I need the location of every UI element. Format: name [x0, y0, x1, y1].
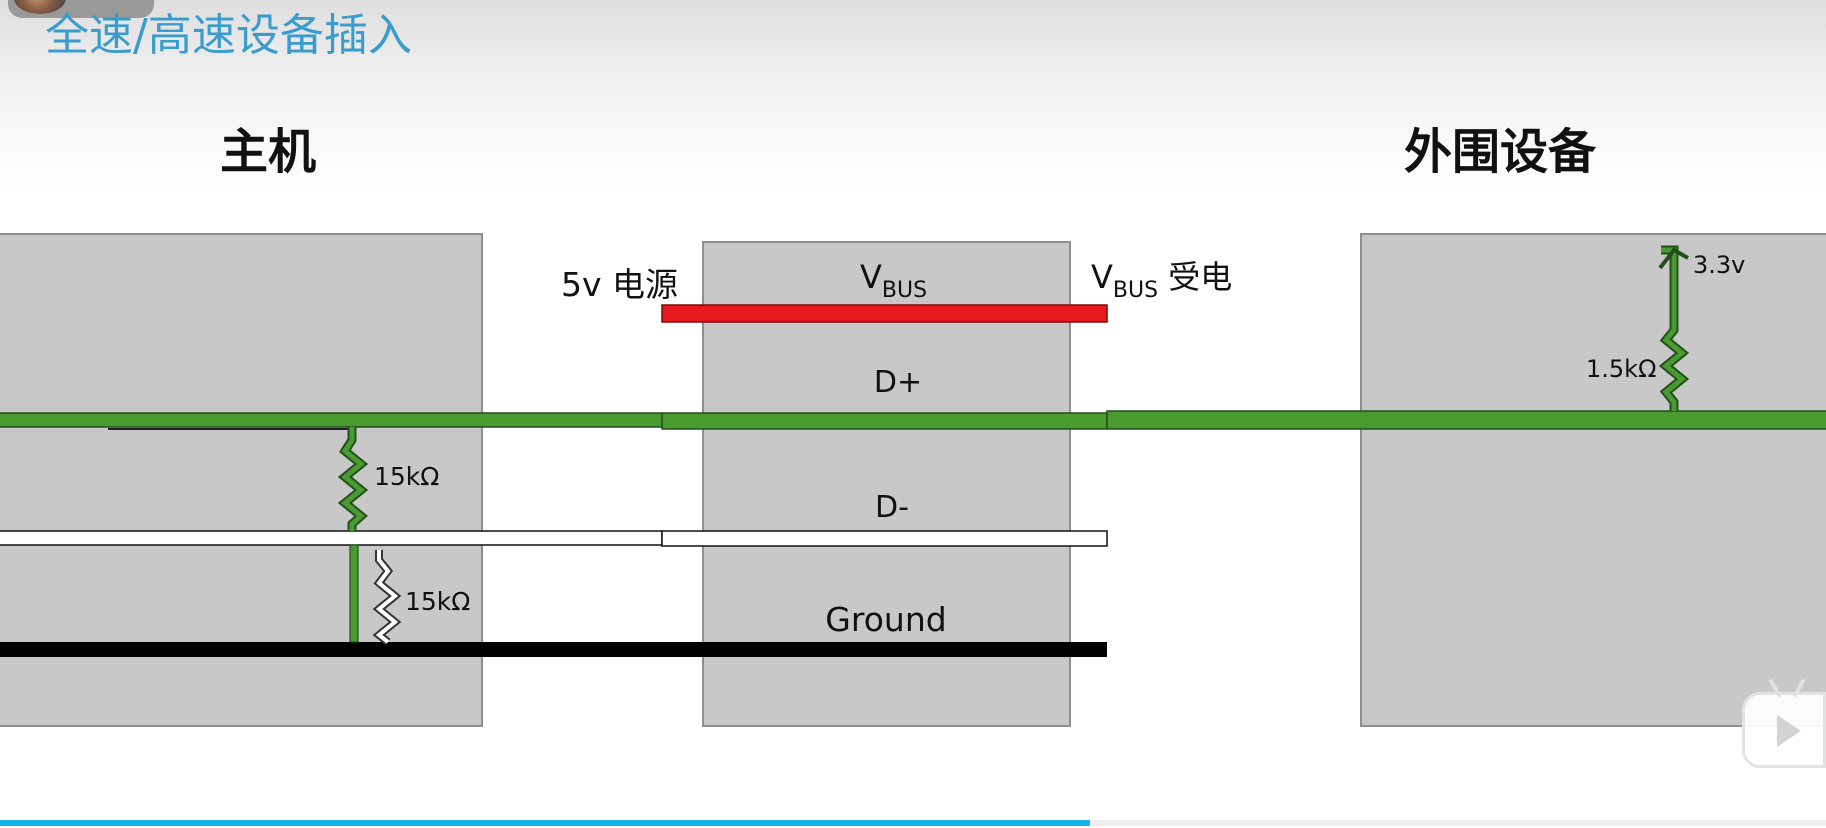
dminus-wire-cable [662, 531, 1107, 546]
vbus-label-main: V [860, 258, 882, 296]
video-progress-bar[interactable] [0, 820, 1826, 826]
vbus-receive-suffix: 受电 [1158, 258, 1232, 296]
video-player-button[interactable] [1742, 692, 1826, 768]
vbus-receive-sub: BUS [1113, 278, 1158, 303]
supply-label: 5v 电源 [561, 265, 678, 304]
ground-label: Ground [825, 600, 946, 639]
vbus-label-sub: BUS [882, 278, 927, 303]
ground-wire [0, 642, 1107, 657]
device-box [1361, 234, 1826, 726]
host-label: 主机 [220, 124, 316, 180]
video-progress-fill [0, 820, 1090, 826]
dminus-wire-host [0, 531, 662, 545]
device-label: 外围设备 [1404, 124, 1597, 180]
play-icon [1777, 715, 1801, 747]
pulldown-link-wire [350, 545, 358, 642]
dplus-wire-device [1107, 411, 1826, 429]
vbus-receive-main: V [1091, 258, 1113, 296]
pullup-resistor-label: 1.5kΩ [1586, 355, 1656, 383]
dminus-label: D- [875, 490, 909, 525]
dplus-pulldown-label: 15kΩ [374, 462, 439, 491]
dminus-pulldown-label: 15kΩ [405, 587, 470, 616]
dplus-wire-host [0, 413, 662, 427]
dplus-wire-cable [662, 413, 1107, 429]
pullup-voltage-label: 3.3v [1693, 251, 1745, 279]
dplus-label: D+ [874, 365, 922, 400]
tv-antenna-icon [1757, 679, 1817, 699]
vbus-receive-label: VBUS 受电 [1091, 258, 1232, 303]
vbus-wire [662, 305, 1107, 322]
